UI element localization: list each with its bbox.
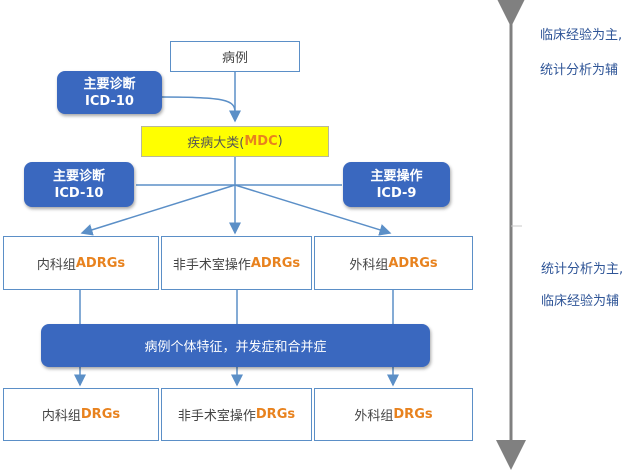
arrow-to-adrg-internal xyxy=(80,184,236,236)
adrg-surgical-highlight: ADRGs xyxy=(388,255,438,271)
node-main-diagnosis-left: 主要诊断 ICD-10 xyxy=(24,162,134,207)
node-patient-features-bar: 病例个体特征，并发症和合并症 xyxy=(41,324,430,367)
node-main-operation-right: 主要操作 ICD-9 xyxy=(343,162,450,207)
label-line1: 主要诊断 xyxy=(83,76,136,92)
mdc-highlight: MDC xyxy=(244,134,278,149)
side-note-upper-line2: 统计分析为辅 xyxy=(540,63,619,78)
node-main-diagnosis-top: 主要诊断 ICD-10 xyxy=(57,71,162,114)
drg-internal-prefix: 内科组 xyxy=(41,409,81,424)
side-note-lower-line2: 临床经验为辅 xyxy=(541,294,620,309)
drg-nonop-highlight: DRGs xyxy=(255,407,296,422)
node-mdc: 疾病大类(MDC) xyxy=(141,126,329,157)
label-line2: ICD-9 xyxy=(376,185,417,201)
adrg-internal-highlight: ADRGs xyxy=(75,255,126,271)
adrg-internal-prefix: 内科组 xyxy=(36,257,76,273)
connector-diag-merge xyxy=(161,96,236,113)
adrg-surgical-prefix: 外科组 xyxy=(349,257,389,273)
mdc-prefix: 疾病大类( xyxy=(187,136,245,151)
label-line1: 主要诊断 xyxy=(52,168,105,184)
label-line2: ICD-10 xyxy=(85,93,134,109)
arrow-to-adrg-surgical xyxy=(234,184,392,236)
drg-surgical-prefix: 外科组 xyxy=(354,409,394,424)
node-case: 病例 xyxy=(170,41,300,72)
adrg-nonop-prefix: 非手术室操作 xyxy=(172,257,251,273)
label-line2: ICD-10 xyxy=(54,185,104,201)
mdc-suffix: ) xyxy=(277,134,283,149)
side-note-lower-line1: 统计分析为主, xyxy=(541,262,624,277)
drg-surgical-highlight: DRGs xyxy=(393,407,433,422)
drg-nonop-prefix: 非手术室操作 xyxy=(177,409,256,424)
label-line1: 主要操作 xyxy=(370,168,423,184)
side-note-upper-line1: 临床经验为主, xyxy=(540,28,623,43)
adrg-nonop-highlight: ADRGs xyxy=(250,255,301,271)
drg-internal-highlight: DRGs xyxy=(80,407,121,422)
